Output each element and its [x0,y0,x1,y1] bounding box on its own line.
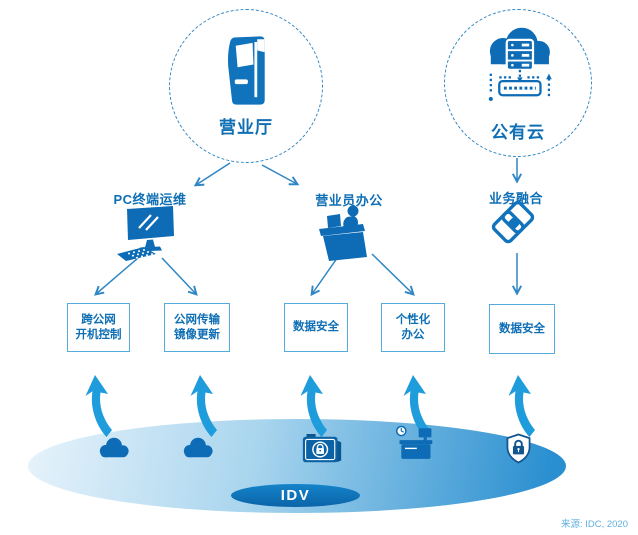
node-label-business-hall: 营业厅 [219,118,273,137]
feature-box-personal-office: 个性化 办公 [381,303,445,352]
node-business-hall: 营业厅 [169,9,323,163]
branch-label-business-fusion: 业务融合 [488,191,543,206]
feature-box-line: 公网传输 [174,313,220,326]
cloud-icon [180,436,216,459]
feature-box-line: 镜像更新 [174,328,220,341]
feature-box-line: 数据安全 [293,321,339,334]
branch-label-clerk-office: 营业员办公 [315,193,383,208]
clerk-desk-icon [317,205,375,261]
branch-label-pc-ops: PC终端运维 [113,192,187,207]
feature-box-data-security-1: 数据安全 [284,303,348,352]
cloud-server-icon [474,23,562,113]
feature-box-data-security-2: 数据安全 [489,304,555,354]
feature-box-image-update: 公网传输 镜像更新 [164,303,230,352]
idv-badge: IDV [231,484,360,507]
node-public-cloud: 公有云 [444,9,592,157]
feature-box-line: 开机控制 [75,328,122,341]
cash-register-icon [394,423,436,461]
feature-box-boot-control: 跨公网 开机控制 [67,303,130,352]
feature-box-line: 跨公网 [81,313,116,326]
cloud-icon [96,436,132,459]
source-note: 来源: IDC, 2020 [560,519,628,530]
safe-lock-icon [301,434,343,465]
idv-label: IDV [280,487,311,504]
stacked-layers-icon [490,201,536,247]
feature-box-line: 数据安全 [499,322,545,335]
monitor-keyboard-icon [117,205,177,261]
shield-lock-icon [505,433,532,464]
feature-box-line: 办公 [401,328,425,341]
feature-box-line: 个性化 [395,313,431,326]
kiosk-icon [217,34,275,108]
node-label-public-cloud: 公有云 [491,123,545,142]
